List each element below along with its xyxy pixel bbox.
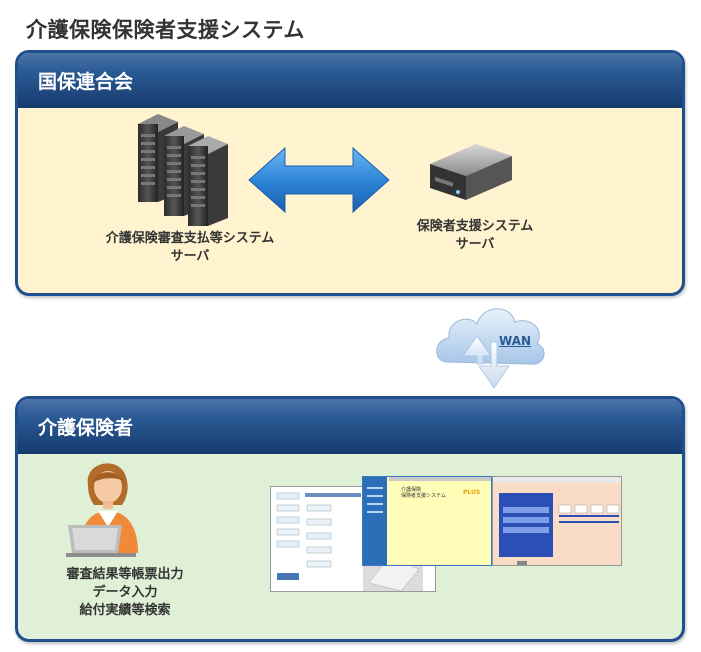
rack-server-icon bbox=[138, 114, 228, 226]
insurer-system-screenshot-thumbnail: 介護保険 保険者支援システム PLUS bbox=[362, 476, 492, 566]
kaigo-hokensha-header: 介護保険者 bbox=[18, 399, 682, 454]
wan-cloud-icon bbox=[436, 308, 545, 389]
wan-label: WAN bbox=[499, 334, 532, 348]
kokuho-rengokai-header: 国保連合会 bbox=[18, 53, 682, 108]
double-arrow-icon bbox=[248, 146, 390, 214]
user-with-laptop-icon bbox=[66, 463, 138, 557]
insurer-support-server-caption: 保険者支援システム サーバ bbox=[416, 219, 534, 252]
kokuho-rengokai-panel: 国保連合会 bbox=[15, 50, 685, 296]
error-list-screenshot-thumbnail bbox=[492, 476, 622, 566]
user-tasks-caption: 審査結果等帳票出力 データ入力 給付実績等検索 bbox=[66, 567, 184, 618]
screen2-plus-badge: PLUS bbox=[463, 489, 481, 496]
review-payment-server-caption: 介護保険審査支払等システム サーバ bbox=[105, 231, 275, 264]
server-icon bbox=[430, 144, 512, 200]
screen2-title: 介護保険 保険者支援システム bbox=[401, 487, 446, 499]
page-title: 介護保険保険者支援システム bbox=[26, 18, 305, 42]
